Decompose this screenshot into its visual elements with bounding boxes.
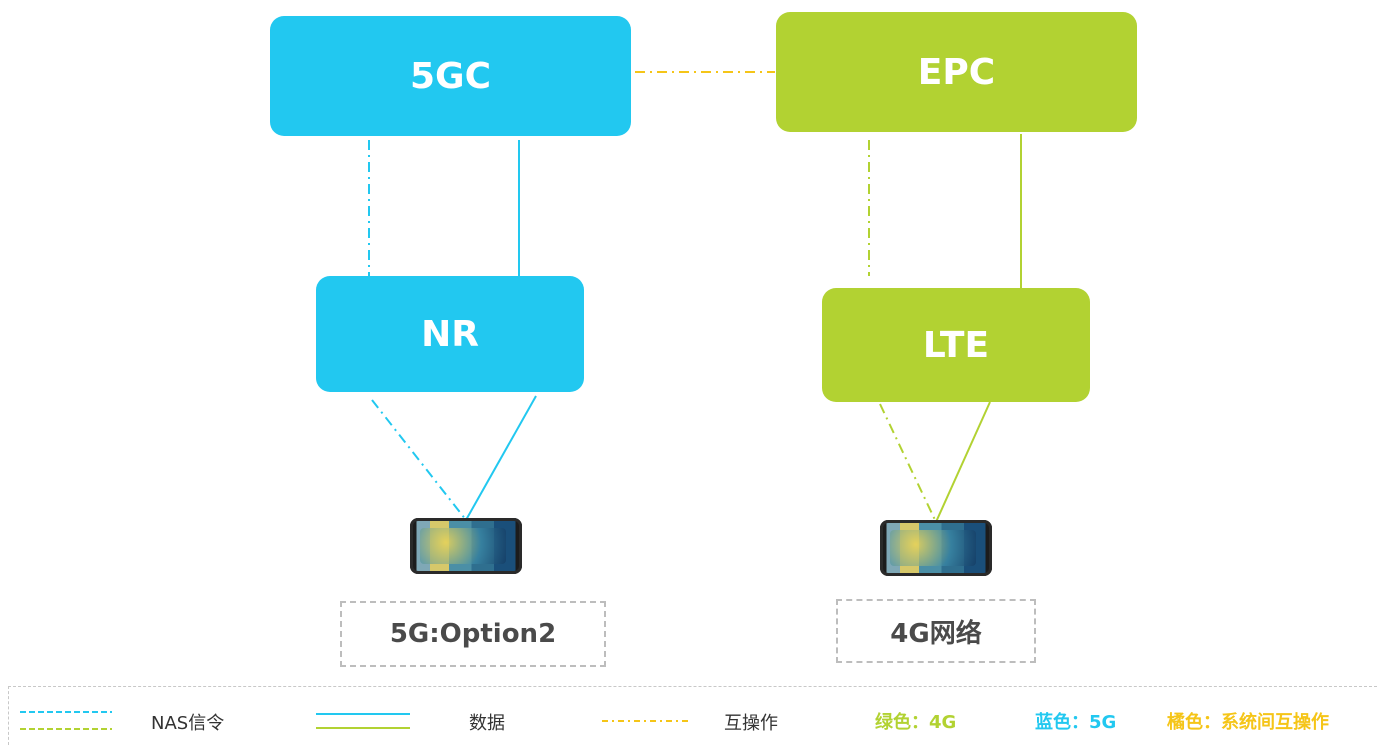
data-link-nr-phone <box>465 395 537 521</box>
nas-link-nr-phone <box>371 399 467 521</box>
data-link-lte-phone <box>935 401 991 523</box>
legend-interop-label: 互操作 <box>724 713 778 734</box>
node-epc: EPC <box>776 12 1137 132</box>
legend-green-label: 绿色：4G <box>875 712 957 733</box>
legend: NAS信令 数据 互操作 绿色：4G 蓝色：5G 橘色：系统间互操作 <box>8 686 1377 745</box>
legend-blue-label: 蓝色：5G <box>1035 712 1117 733</box>
node-nr-label: NR <box>421 313 479 355</box>
legend-orange-label: 橘色：系统间互操作 <box>1167 712 1329 733</box>
smartphone-icon <box>410 518 522 574</box>
smartphone-icon <box>880 520 992 576</box>
node-nr: NR <box>316 276 584 392</box>
caption-4g-network-text: 4G网络 <box>890 618 982 649</box>
caption-5g-option2-text: 5G:Option2 <box>389 619 557 649</box>
nas-link-lte-phone <box>879 403 937 523</box>
legend-data-label: 数据 <box>469 713 505 734</box>
caption-4g-network: 4G网络 <box>836 599 1036 663</box>
node-lte-label: LTE <box>922 324 990 366</box>
node-5gc: 5GC <box>270 16 631 136</box>
caption-5g-option2: 5G:Option2 <box>340 601 606 667</box>
node-lte: LTE <box>822 288 1090 402</box>
node-epc-label: EPC <box>917 51 996 93</box>
legend-nas-label: NAS信令 <box>151 713 225 734</box>
node-5gc-label: 5GC <box>409 55 492 97</box>
